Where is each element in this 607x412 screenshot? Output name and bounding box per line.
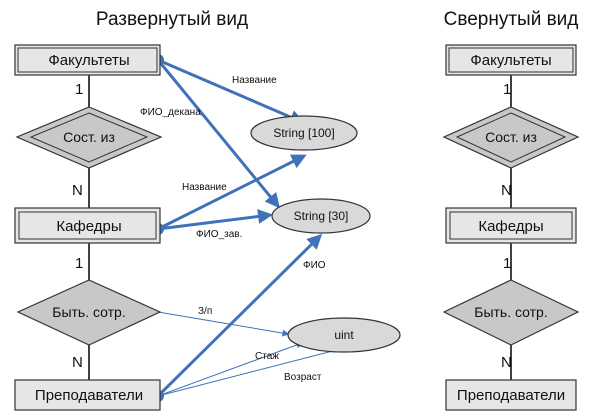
edge-teacher-name xyxy=(152,233,323,402)
edge-label-age: Возраст xyxy=(284,372,322,383)
entity-faculties-collapsed[interactable]: Факультеты xyxy=(445,44,577,76)
cardinality-one: 1 xyxy=(503,81,511,98)
relationship-label: Быть. сотр. xyxy=(474,304,547,320)
entity-departments-collapsed[interactable]: Кафедры xyxy=(445,207,577,244)
relationship-be-employee-expanded[interactable]: Быть. сотр. xyxy=(16,279,162,346)
cardinality-one: 1 xyxy=(75,255,83,272)
entity-faculties-expanded[interactable]: Факультеты xyxy=(14,44,161,76)
cardinality-many: N xyxy=(72,182,83,199)
entity-departments-expanded[interactable]: Кафедры xyxy=(14,207,161,244)
entity-label: Кафедры xyxy=(56,218,121,235)
edge-faculty-name xyxy=(152,54,305,125)
type-uint[interactable]: uint xyxy=(287,317,401,353)
relationship-label: Сост. из xyxy=(63,129,115,145)
type-label: String [30] xyxy=(294,209,349,223)
edge-head-name xyxy=(157,209,273,231)
relationship-consists-of-expanded[interactable]: Сост. из xyxy=(15,106,163,169)
cardinality-many: N xyxy=(501,182,512,199)
title-collapsed-view: Свернутый вид xyxy=(444,9,579,30)
edge-experience xyxy=(157,341,304,397)
relationship-be-employee-collapsed[interactable]: Быть. сотр. xyxy=(442,279,580,346)
relationship-label: Сост. из xyxy=(485,129,537,145)
entity-label: Факультеты xyxy=(470,52,551,69)
relationship-consists-of-collapsed[interactable]: Сост. из xyxy=(442,106,580,169)
entity-label: Факультеты xyxy=(48,52,129,69)
relationship-label: Быть. сотр. xyxy=(52,304,125,320)
attribute-edges-thin xyxy=(157,311,354,397)
edge-label-dean-name: ФИО_декана xyxy=(140,107,201,118)
type-string100[interactable]: String [100] xyxy=(250,115,358,151)
title-expanded-view: Развернутый вид xyxy=(96,9,248,30)
edge-label-experience: Стаж xyxy=(255,351,279,362)
edge-label-head-name: ФИО_зав. xyxy=(196,229,242,240)
edge-department-name xyxy=(152,154,307,235)
entity-label: Преподаватели xyxy=(457,387,565,404)
entity-teachers-expanded[interactable]: Преподаватели xyxy=(14,379,161,411)
entity-teachers-collapsed[interactable]: Преподаватели xyxy=(445,379,577,411)
edge-label-teacher-name: ФИО xyxy=(303,260,326,271)
cardinality-many: N xyxy=(72,354,83,371)
cardinality-one: 1 xyxy=(503,255,511,272)
edge-label-department-name: Название xyxy=(182,182,227,193)
edge-label-faculty-name: Название xyxy=(232,75,277,86)
entity-label: Преподаватели xyxy=(35,387,143,404)
edge-age xyxy=(157,344,354,397)
cardinality-one: 1 xyxy=(75,81,83,98)
type-string30[interactable]: String [30] xyxy=(271,198,371,234)
cardinality-many: N xyxy=(501,354,512,371)
attribute-edges-thick xyxy=(152,54,323,402)
entity-label: Кафедры xyxy=(478,218,543,235)
type-label: String [100] xyxy=(273,126,334,140)
edge-label-salary: З/п xyxy=(198,306,212,317)
type-label: uint xyxy=(334,328,354,342)
edge-salary xyxy=(157,311,290,337)
